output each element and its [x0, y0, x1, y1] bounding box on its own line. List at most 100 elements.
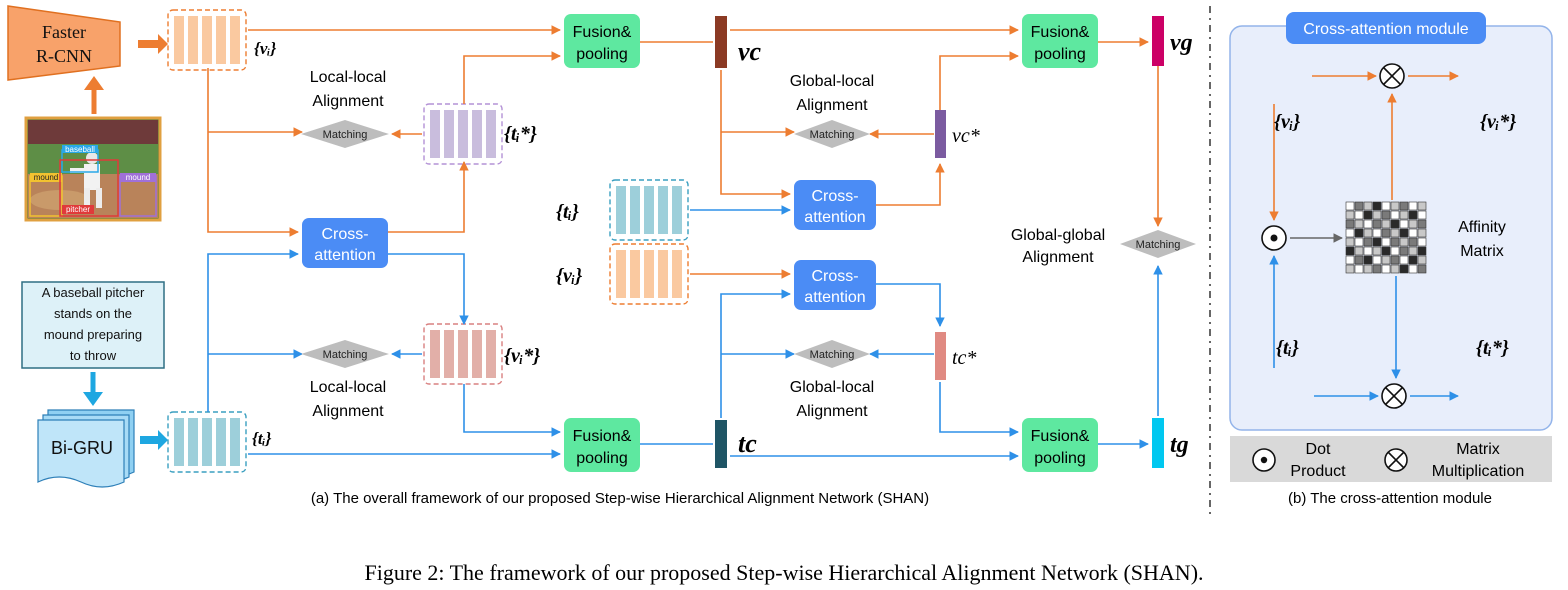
feature-column [616, 186, 626, 234]
affinity-cell [1408, 237, 1418, 247]
figure-caption: Figure 2: The framework of our proposed … [364, 560, 1203, 585]
affinity-cell [1417, 246, 1427, 256]
sym-vi-center: {vᵢ} [556, 265, 582, 287]
affinity-cell [1372, 228, 1382, 238]
bigru-label: Bi-GRU [51, 438, 113, 458]
affinity-cell [1381, 246, 1391, 256]
fusion-label-1: Fusion& [1031, 428, 1090, 445]
affinity-cell [1372, 255, 1382, 265]
bigru-to-features-arrow [140, 430, 168, 450]
affinity-label-1: Affinity [1458, 219, 1506, 236]
legend-mm-label-1: Matrix [1456, 441, 1500, 458]
fusion-label-1: Fusion& [573, 24, 632, 41]
fusion-pooling-box: Fusion& pooling [1022, 14, 1098, 68]
faster-rcnn-label-2: R-CNN [36, 46, 92, 66]
feature-column [644, 186, 654, 234]
cross-attention-box: Cross- attention [794, 180, 876, 230]
input-caption: A baseball pitcher stands on the mound p… [21, 281, 165, 369]
bigru-block: Bi-GRU [37, 409, 135, 488]
affinity-cell [1417, 201, 1427, 211]
global-local-label-top-1: Global-local [790, 73, 874, 90]
matching-label: Matching [810, 129, 855, 141]
affinity-cell [1417, 255, 1427, 265]
affinity-cell [1363, 210, 1373, 220]
feature-column [486, 330, 496, 378]
attended-text-features [423, 103, 503, 165]
tc-bar [715, 420, 727, 468]
affinity-cell [1408, 201, 1418, 211]
affinity-cell [1381, 210, 1391, 220]
feature-column [458, 110, 468, 158]
affinity-cell [1408, 246, 1418, 256]
local-local-label-bottom-2: Alignment [312, 403, 384, 420]
affinity-cell [1372, 237, 1382, 247]
vc-bar [715, 16, 727, 68]
affinity-cell [1399, 237, 1409, 247]
affinity-cell [1408, 255, 1418, 265]
image-region-features [167, 9, 247, 71]
sym-tc: tc [738, 429, 757, 458]
fusion-label-2: pooling [1034, 450, 1086, 467]
module-sym-vi: {vᵢ} [1274, 111, 1300, 133]
caption-line-4: to throw [70, 348, 117, 363]
affinity-cell [1354, 255, 1364, 265]
affinity-cell [1354, 264, 1364, 274]
local-local-label-top-1: Local-local [310, 69, 386, 86]
feature-column [430, 110, 440, 158]
affinity-cell [1399, 201, 1409, 211]
cross-attn-label-1: Cross- [811, 188, 858, 205]
module-sym-vi-star: {vᵢ*} [1480, 111, 1516, 133]
affinity-cell [1381, 228, 1391, 238]
subcaption-b: (b) The cross-attention module [1288, 490, 1492, 507]
module-title: Cross-attention module [1303, 21, 1469, 38]
affinity-cell [1345, 237, 1355, 247]
feature-column [486, 110, 496, 158]
affinity-cell [1363, 201, 1373, 211]
feature-column [230, 16, 240, 64]
caption-line-2: stands on the [54, 306, 132, 321]
sym-vi-left: {vᵢ} [254, 39, 276, 58]
matrix-multiplication-icon [1381, 383, 1407, 409]
tc-star-bar [935, 332, 946, 380]
feature-column [174, 418, 184, 466]
affinity-cell [1372, 210, 1382, 220]
fusion-pooling-box: Fusion& pooling [1022, 418, 1098, 472]
affinity-cell [1417, 237, 1427, 247]
cross-attn-label-1: Cross- [811, 268, 858, 285]
faster-rcnn-block: Faster R-CNN [7, 5, 121, 81]
sym-ti-star: {tᵢ*} [504, 123, 537, 145]
matching-label: Matching [323, 129, 368, 141]
feature-column [658, 186, 668, 234]
affinity-cell [1363, 264, 1373, 274]
affinity-cell [1372, 264, 1382, 274]
affinity-cell [1417, 264, 1427, 274]
fusion-pooling-box: Fusion& pooling [564, 14, 640, 68]
cross-attention-module-panel: Cross-attention module [1229, 12, 1553, 431]
feature-column [430, 330, 440, 378]
affinity-cell [1390, 210, 1400, 220]
caption-line-1: A baseball pitcher [42, 285, 145, 300]
cross-attention-box: Cross- attention [302, 218, 388, 268]
affinity-cell [1408, 219, 1418, 229]
affinity-cell [1381, 219, 1391, 229]
local-local-label-bottom-1: Local-local [310, 379, 386, 396]
affinity-label-2: Matrix [1460, 243, 1504, 260]
photo-tag-mound-right: mound [126, 173, 150, 182]
feature-column [644, 250, 654, 298]
cross-attn-label-1: Cross- [321, 226, 368, 243]
affinity-cell [1354, 246, 1364, 256]
legend-mm-label-2: Multiplication [1432, 463, 1524, 480]
affinity-cell [1363, 219, 1373, 229]
affinity-cell [1363, 228, 1373, 238]
fusion-label-2: pooling [1034, 46, 1086, 63]
sym-tg: tg [1170, 432, 1189, 458]
affinity-cell [1363, 237, 1373, 247]
affinity-cell [1399, 219, 1409, 229]
sym-ti-left: {tᵢ} [252, 429, 272, 448]
global-global-label-1: Global-global [1011, 227, 1105, 244]
affinity-cell [1390, 255, 1400, 265]
feature-column [188, 16, 198, 64]
fusion-label-1: Fusion& [573, 428, 632, 445]
affinity-cell [1390, 237, 1400, 247]
affinity-cell [1354, 228, 1364, 238]
